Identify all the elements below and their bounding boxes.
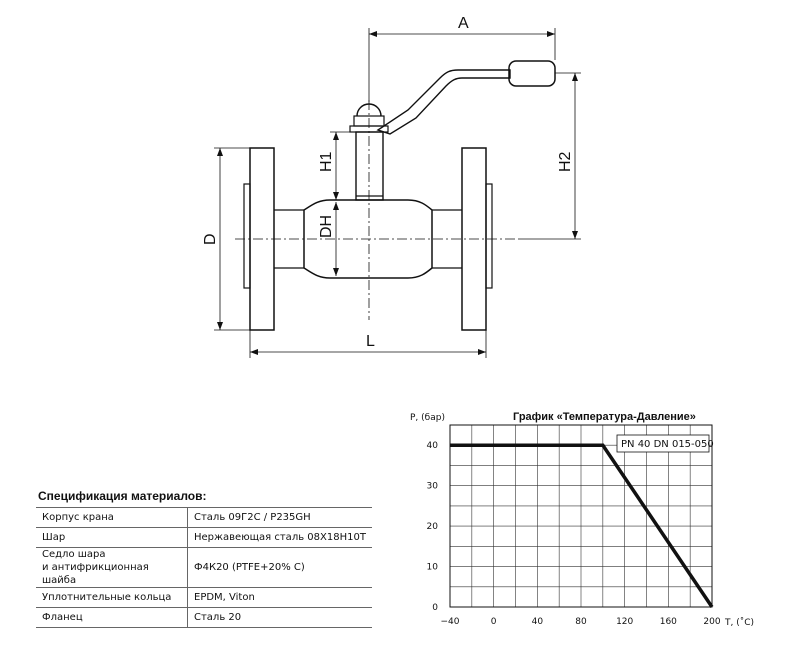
dim-h1-label: H1 <box>318 151 335 172</box>
y-axis-label: P, (бар) <box>410 413 445 423</box>
dim-d-label: D <box>202 233 219 245</box>
y-tick-label: 20 <box>427 522 439 532</box>
valve-drawing: A H2 H1 DH D L <box>202 15 581 358</box>
x-tick-label: −40 <box>441 617 460 627</box>
spec-table: Корпус крана Сталь 09Г2С / P235GH Шар Не… <box>36 507 372 628</box>
x-tick-label: 40 <box>532 617 544 627</box>
series-line <box>450 443 714 608</box>
table-row: Фланец Сталь 20 <box>36 607 372 628</box>
x-tick-label: 120 <box>616 617 633 627</box>
spec-material: Сталь 20 <box>187 607 372 628</box>
dim-h2-label: H2 <box>557 151 574 172</box>
valve-handle <box>376 69 511 135</box>
spec-title: Спецификация материалов: <box>38 489 207 503</box>
dim-dh-label: DH <box>318 215 335 238</box>
dim-a-label: A <box>458 15 469 32</box>
valve-body <box>303 199 433 279</box>
table-row: Корпус крана Сталь 09Г2С / P235GH <box>36 507 372 528</box>
spec-part: Фланец <box>36 607 188 628</box>
y-tick-label: 30 <box>427 482 439 492</box>
spec-part-line: и антифрикционная шайба <box>42 562 149 586</box>
x-tick-label: 200 <box>703 617 720 627</box>
chart-annotation: PN 40 DN 015-050 <box>621 439 714 450</box>
chart-title: График «Температура-Давление» <box>513 411 696 423</box>
table-row: Уплотнительные кольца EPDM, Viton <box>36 587 372 608</box>
dim-l-label: L <box>366 333 375 350</box>
x-axis-label: T, (˚C) <box>724 617 754 628</box>
spec-part-line: Седло шара <box>42 549 106 560</box>
x-tick-label: 80 <box>575 617 587 627</box>
chart-grid <box>449 424 713 608</box>
x-tick-label: 160 <box>660 617 677 627</box>
handle-grip <box>508 60 556 87</box>
plot-frame <box>449 424 713 608</box>
spec-part: Седло шара и антифрикционная шайба <box>36 547 188 588</box>
table-row: Седло шара и антифрикционная шайба Ф4К20… <box>36 547 372 588</box>
y-tick-label: 40 <box>427 441 439 451</box>
annotation-box <box>616 434 710 453</box>
y-tick-label: 10 <box>427 563 439 573</box>
x-tick-label: 0 <box>491 617 497 627</box>
y-tick-label: 0 <box>432 603 438 613</box>
spec-material: Ф4К20 (PTFE+20% C) <box>187 547 372 588</box>
